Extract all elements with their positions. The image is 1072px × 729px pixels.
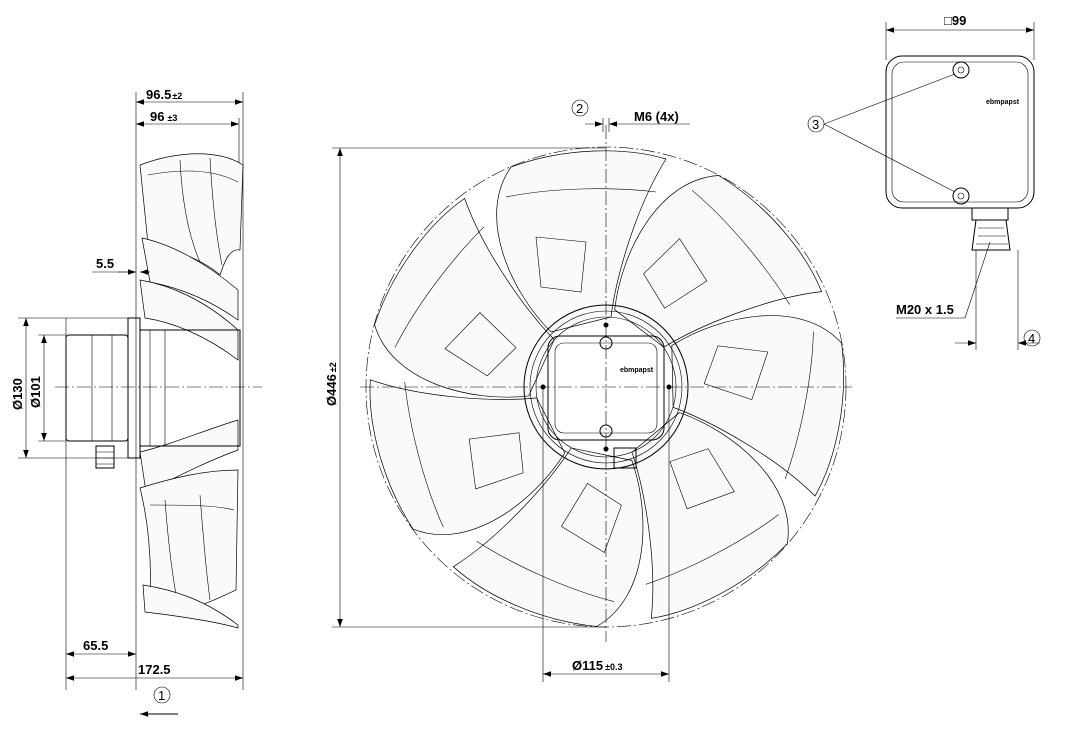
motor-diameter-inner-label: Ø101 [28, 376, 43, 408]
callout-3: 3 [807, 115, 825, 133]
callout-airflow: 1 [153, 686, 171, 704]
svg-text:4: 4 [1028, 331, 1035, 346]
side-depth-label: 96±3 [150, 109, 177, 124]
box-brand-logo: ebmpapst [986, 99, 1020, 106]
hub-brand-logo: ebmpapst [620, 367, 654, 374]
box-size-label: □99 [944, 13, 966, 28]
gland-thread-label: M20 x 1.5 [896, 302, 954, 317]
callout-2: 2 [571, 99, 589, 117]
overall-length-label: 172.5 [138, 662, 171, 677]
rotor-offset-label: 65.5 [83, 638, 108, 653]
motor-diameter-outer-label: Ø130 [10, 378, 25, 410]
terminal-box-view [823, 22, 1040, 350]
svg-text:2: 2 [576, 101, 583, 116]
flange-offset-label: 5.5 [96, 256, 114, 271]
blade-set [369, 150, 844, 627]
mount-thread-label: M6 (4x) [634, 109, 679, 124]
svg-text:3: 3 [812, 117, 819, 132]
callout-4: 4 [1023, 329, 1041, 347]
side-depth-total-label: 96.5±2 [146, 87, 182, 102]
front-view [332, 118, 852, 682]
svg-text:1: 1 [158, 688, 165, 703]
side-view [18, 92, 262, 717]
fan-diameter-label: Ø446±2 [324, 362, 339, 406]
hub-bolt-circle-label: Ø115±0.3 [572, 658, 623, 673]
